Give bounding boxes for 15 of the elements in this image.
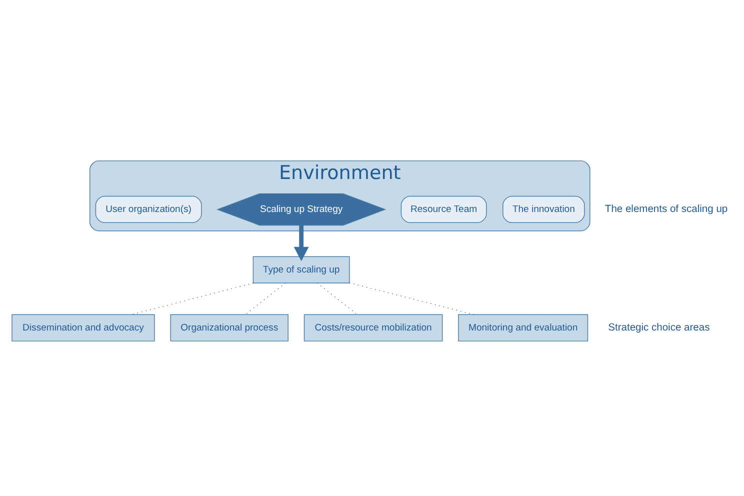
connector	[244, 282, 286, 315]
arrow	[294, 225, 309, 262]
node-box: Costs/resource mobilization	[304, 314, 443, 342]
node-box: Organizational process	[170, 314, 288, 342]
label: The elements of scaling up	[604, 204, 728, 216]
connector	[131, 282, 254, 315]
node-box: Type of scaling up	[252, 256, 350, 284]
connector	[349, 282, 474, 315]
node-box: Monitoring and evaluation	[458, 314, 588, 342]
node-box: Dissemination and advocacy	[12, 314, 155, 342]
connector	[316, 282, 358, 315]
node-box: The innovation	[502, 196, 585, 224]
label: Strategic choice areas	[608, 322, 710, 334]
node-box: Resource Team	[400, 196, 487, 224]
node-box: User organization(s)	[95, 196, 202, 224]
